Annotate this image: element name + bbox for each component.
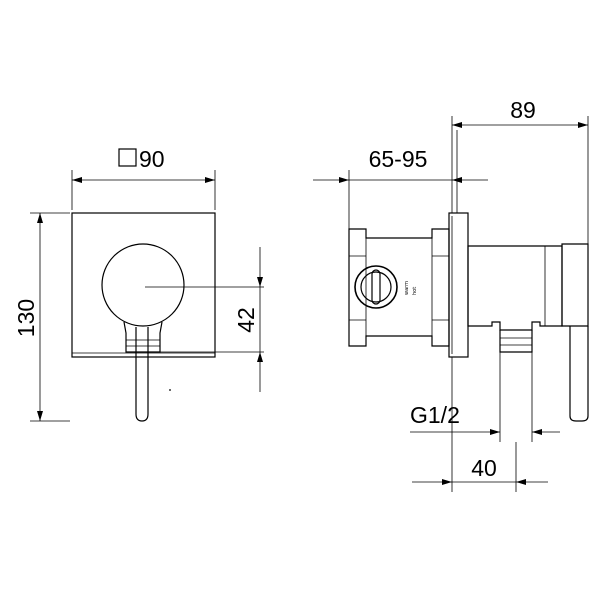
- side-view: warm hot 89 65-95 G1/2: [313, 97, 589, 492]
- screw-slot: [371, 269, 381, 305]
- outlet-thread: [499, 330, 533, 353]
- dim-front-width: 90: [139, 146, 165, 172]
- handle-lever-side: [569, 326, 589, 422]
- valve-head: [467, 245, 563, 331]
- dim-thread-size: G1/2: [410, 402, 460, 428]
- handle-cap-side: [561, 243, 589, 327]
- dim-depth-overall: 89: [510, 97, 536, 123]
- dim-depth-range: 65-95: [369, 146, 428, 172]
- dim-handle-offset: 42: [233, 307, 259, 333]
- concealed-body: [348, 228, 450, 347]
- square-symbol: [118, 148, 137, 167]
- valve-marking-hot: hot: [412, 287, 418, 295]
- cover-plate: [71, 212, 216, 358]
- cartridge-screw-outer: [354, 265, 398, 309]
- handle-disc: [101, 243, 185, 327]
- dim-front-height: 130: [13, 299, 39, 337]
- handle-lever: [135, 327, 149, 422]
- valve-marking-warm: warm: [404, 281, 410, 295]
- dim-outlet-offset: 40: [471, 455, 497, 481]
- cartridge-screw-inner: [360, 271, 392, 303]
- handle-spindle: [123, 321, 163, 353]
- front-view: 90 130 42: [13, 146, 264, 422]
- stray-dot: [169, 389, 171, 391]
